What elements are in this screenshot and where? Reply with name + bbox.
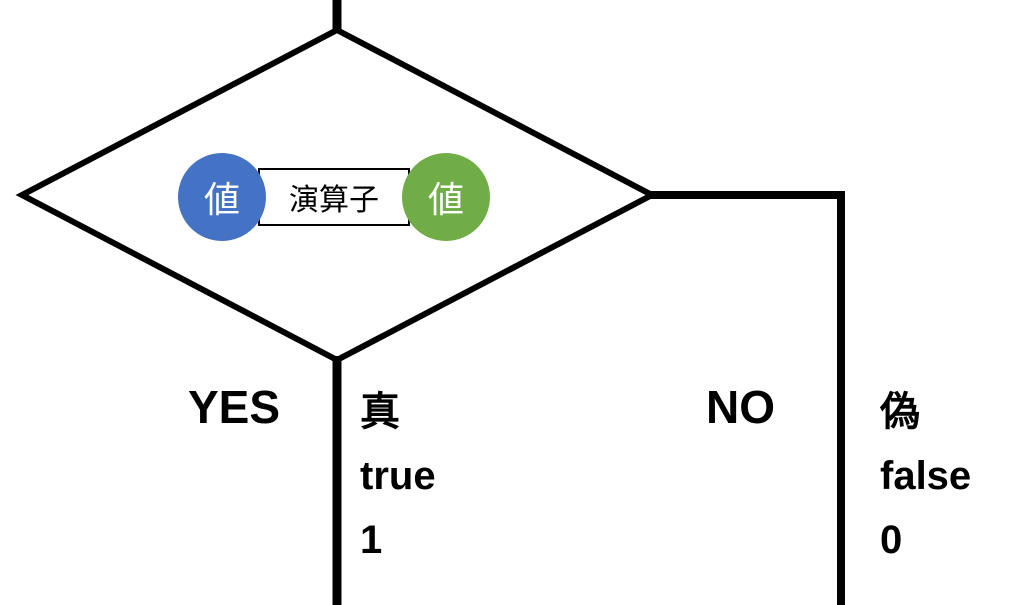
left-operand-circle: 値 bbox=[178, 153, 266, 241]
no-branch-connector-line bbox=[648, 191, 845, 605]
no-branch-label: NO bbox=[706, 381, 775, 433]
no-branch-values: 偽 false 0 bbox=[880, 390, 972, 562]
yes-branch-label: YES bbox=[188, 381, 281, 433]
right-operand-circle: 値 bbox=[402, 153, 490, 241]
yes-branch-values: 真 true 1 bbox=[360, 390, 436, 562]
operator-box: 演算子 bbox=[258, 168, 410, 226]
